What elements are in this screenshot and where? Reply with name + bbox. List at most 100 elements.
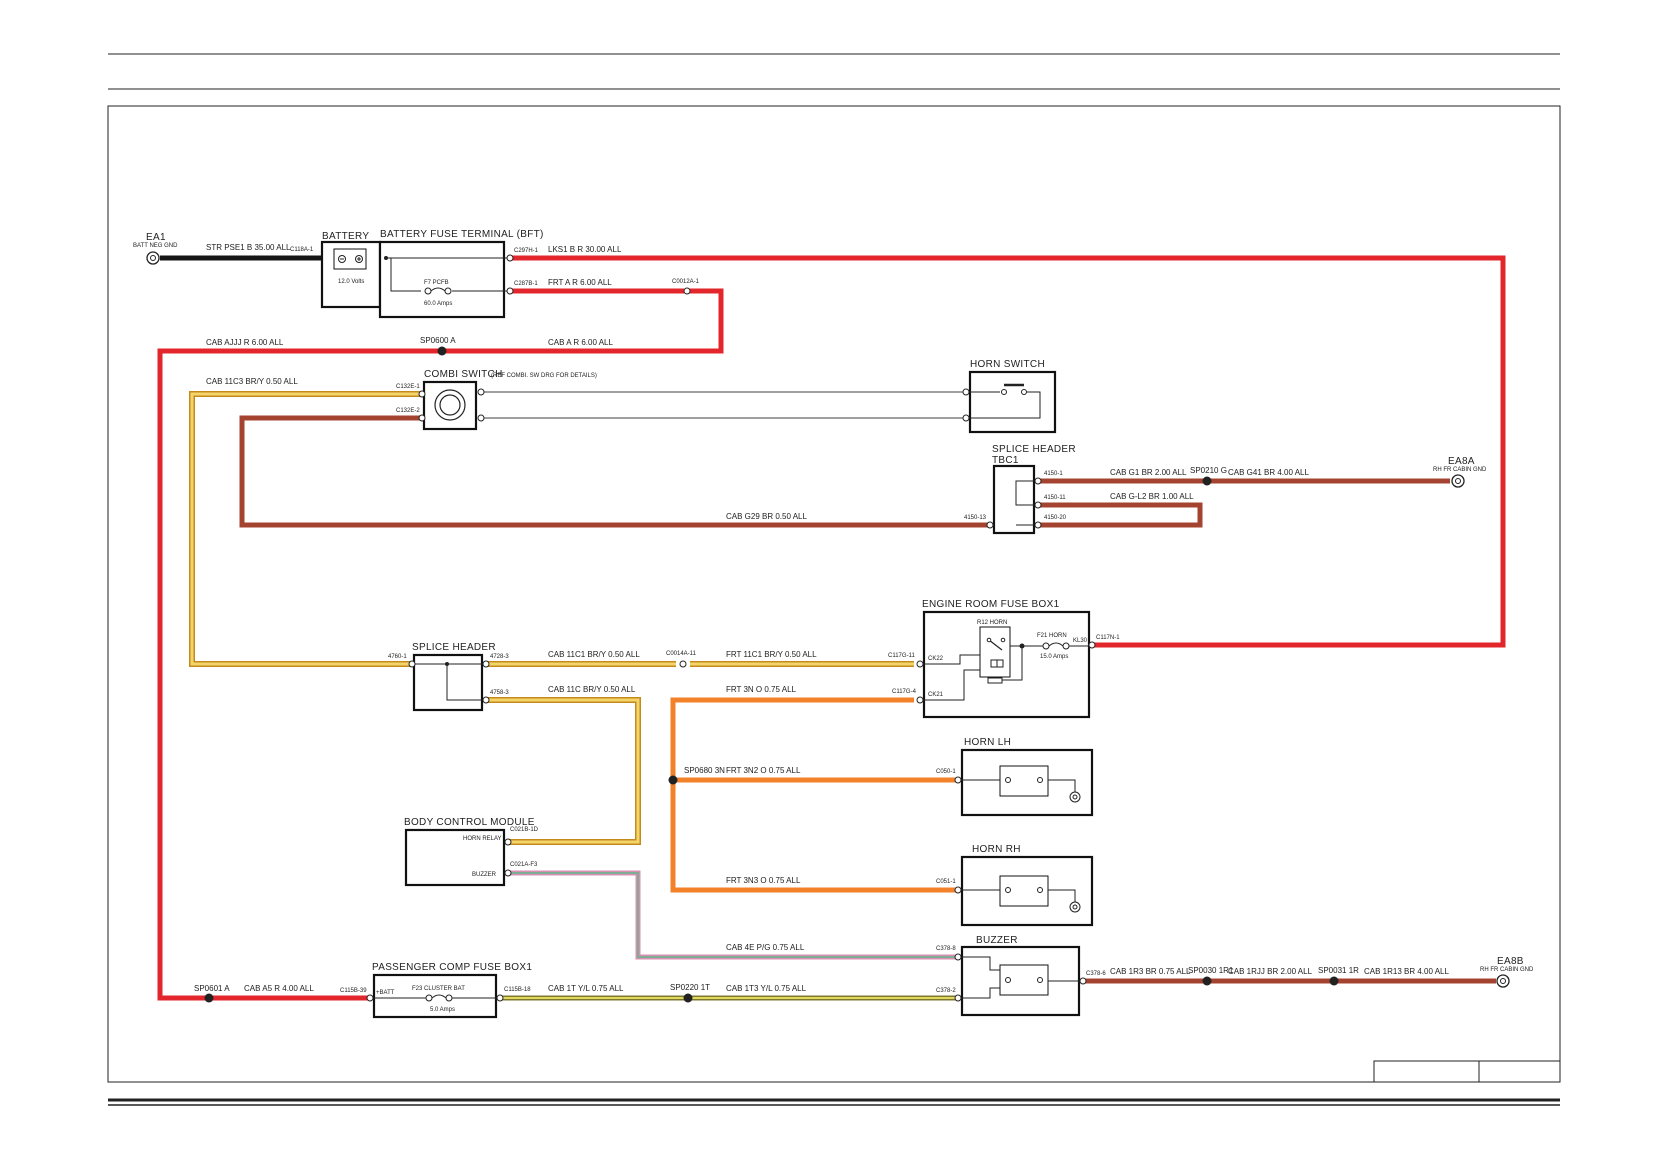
splice-label-sp0220: SP0220 1T [670,983,710,992]
splice-label-sp0031: SP0031 1R [1318,966,1359,975]
conn-ck22: CK22 [928,656,944,662]
bft-fuse: F7 PCFB [424,280,449,286]
splice-sp0031 [1329,976,1339,986]
wire-label-11c: CAB 11C BR/Y 0.50 ALL [548,685,636,694]
connector-c0014a-icon [679,660,687,668]
drawing-border [107,105,1561,1083]
splice-sp0210 [1202,476,1212,486]
conn-c051: C051-1 [936,879,956,885]
wire-label-cab-ajjj: CAB AJJJ R 6.00 ALL [206,338,284,347]
conn-4150-1: 4150-1 [1044,471,1063,477]
conn-4758: 4758-3 [490,690,509,696]
splice-label-sp0030: SP0030 1R1 [1188,966,1234,975]
conn-c0014a: C0014A-11 [666,651,697,657]
wire-label-cab-11c1: CAB 11C1 BR/Y 0.50 ALL [548,650,640,659]
conn-c115b: C115B-39 [340,988,367,994]
wire-4e [508,872,958,958]
wire-label-a5: CAB A5 R 4.00 ALL [244,984,314,993]
splice-header [408,653,490,712]
wire-g29 [239,415,990,528]
ground-ea8b-icon [1496,974,1510,988]
pcfb-label: PASSENGER COMP FUSE BOX1 [372,962,532,973]
bcm-pin-buzzer: BUZZER [472,872,497,878]
splice-sp0030 [1202,976,1212,986]
wire-label-1r3: CAB 1R3 BR 0.75 ALL [1110,967,1191,976]
buzzer [954,945,1087,1017]
wire-label-3n2: FRT 3N2 O 0.75 ALL [726,766,801,775]
battery-volts: 12.0 Volts [338,279,364,285]
conn-c118a: C118A-1 [290,247,314,253]
wire-3n-3n3 [670,697,958,893]
wire-label-11c3: CAB 11C3 BR/Y 0.50 ALL [206,377,298,386]
conn-c117g4: C117G-4 [892,689,917,695]
wire-label-g29: CAB G29 BR 0.50 ALL [726,512,807,521]
conn-4150-11: 4150-11 [1044,495,1066,501]
conn-c0012a: C0012A-1 [672,279,700,285]
passenger-comp-fuse-box [366,973,504,1019]
conn-4150-13: 4150-13 [964,515,987,521]
bcm-pin-horn: HORN RELAY [463,836,502,842]
wire-label-1t: CAB 1T Y/L 0.75 ALL [548,984,624,993]
erfb-amps: 15.0 Amps [1040,654,1068,660]
ea8a-sub: RH FR CABIN GND [1433,467,1487,473]
combi-label: COMBI SWITCH [424,369,503,380]
tbc1-sub: TBC1 [992,455,1019,466]
buzzer-label: BUZZER [976,935,1018,946]
horn-switch [962,370,1057,434]
title-block [1373,1060,1561,1083]
conn-c117n: C117N-1 [1096,635,1120,641]
conn-ck21: CK21 [928,692,944,698]
splice-sp0601 [204,993,214,1003]
combi-note: (REF COMBI. SW DRG FOR DETAILS) [491,373,597,379]
wire-label-g1: CAB G1 BR 2.00 ALL [1110,468,1187,477]
wire-label-1rjj: CAB 1RJJ BR 2.00 ALL [1228,967,1313,976]
pcfb-fuse: F23 CLUSTER BAT [412,986,465,992]
splice-label-sp0210: SP0210 G [1190,466,1227,475]
conn-kl30: KL30 [1073,638,1088,644]
conn-c132e1: C132E-1 [396,384,420,390]
conn-c115b18: C115B-18 [504,987,531,993]
wire-label-4e: CAB 4E P/G 0.75 ALL [726,943,805,952]
wire-label-g41: CAB G41 BR 4.00 ALL [1228,468,1309,477]
combi-switch [418,380,485,431]
splice-header-tbc1 [986,464,1042,535]
horn-switch-label: HORN SWITCH [970,359,1045,370]
wire-11c [486,698,640,844]
battery-label: BATTERY [322,231,369,242]
conn-c378-8: C378-8 [936,946,956,952]
ea8b-label: EA8B [1497,956,1524,967]
splice-label-sp0600: SP0600 A [420,336,456,345]
wire-label-lks1: LKS1 B R 30.00 ALL [548,245,622,254]
splice-label-sp0601: SP0601 A [194,984,230,993]
wire-label-frt-11c1: FRT 11C1 BR/Y 0.50 ALL [726,650,817,659]
splice-header-label: SPLICE HEADER [412,642,496,653]
horn-lh [954,748,1094,817]
wire-label-1r13: CAB 1R13 BR 4.00 ALL [1364,967,1449,976]
conn-c378-2: C378-2 [936,988,956,994]
conn-c287b: C287B-1 [514,281,538,287]
wire-lks1 [510,255,1506,648]
ground-ea1-icon [146,251,160,265]
ea8b-sub: RH FR CABIN GND [1480,967,1534,973]
horn-rh-label: HORN RH [972,844,1021,855]
wire-label-3n3: FRT 3N3 O 0.75 ALL [726,876,801,885]
wire-label-cab-ar: CAB A R 6.00 ALL [548,338,613,347]
wire-label-1t3: CAB 1T3 Y/L 0.75 ALL [726,984,807,993]
body-control-module [404,828,512,887]
conn-c021a: C021A-F3 [510,862,538,868]
horn-lh-label: HORN LH [964,737,1011,748]
tbc1-label: SPLICE HEADER [992,444,1076,455]
bcm-label: BODY CONTROL MODULE [404,817,535,828]
connector-c0012a-icon [683,287,691,295]
splice-label-sp0680: SP0680 3N [684,766,725,775]
pcfb-pin: +BATT [376,990,395,996]
splice-sp0220 [683,993,693,1003]
engine-room-fuse-box [916,610,1096,719]
pcfb-amps: 5.0 Amps [430,1007,455,1013]
conn-4150-20: 4150-20 [1044,515,1067,521]
wire-label-frt-ar: FRT A R 6.00 ALL [548,278,612,287]
ea1-label: EA1 [146,232,166,243]
conn-c021b: C021B-1D [510,827,539,833]
wire-label-str: STR PSE1 B 35.00 ALL [206,243,291,252]
conn-c378-6: C378-6 [1086,971,1106,977]
